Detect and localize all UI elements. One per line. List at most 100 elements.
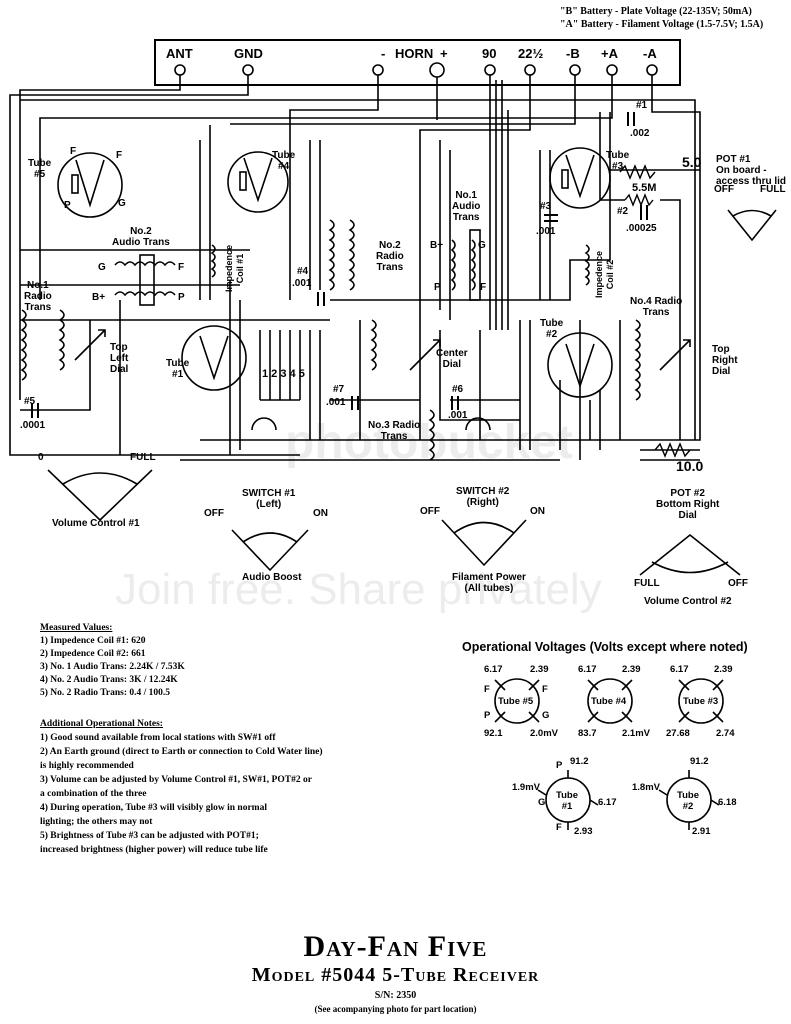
t4-tr: 2.39 bbox=[622, 664, 641, 675]
cap1-value: .002 bbox=[630, 128, 650, 139]
t1-right: 6.17 bbox=[598, 797, 617, 808]
t2-left: 1.8mV bbox=[632, 782, 660, 793]
terminal-minus-b: -B bbox=[566, 46, 580, 61]
t5-tr: 2.39 bbox=[530, 664, 549, 675]
pot1-label: POT #1 On board - access thru lid bbox=[716, 154, 787, 187]
t5-pin-f-left: F bbox=[484, 684, 490, 695]
cap4-value: .001 bbox=[292, 278, 312, 289]
terminal-horn-minus: - bbox=[381, 46, 386, 61]
note-line: 4) During operation, Tube #3 will visibl… bbox=[40, 803, 267, 813]
switch1-label: Audio Boost bbox=[242, 572, 302, 583]
t3-br: 2.74 bbox=[716, 728, 735, 739]
note-line: a combination of the three bbox=[40, 789, 147, 799]
vc1-label: Volume Control #1 bbox=[52, 518, 140, 529]
t5-pin-f-right: F bbox=[542, 684, 548, 695]
t2-name: Tube #2 bbox=[677, 790, 699, 812]
measured-values-block: Measured Values: 1) Impedence Coil #1: 6… bbox=[40, 621, 185, 700]
impedence-coil2-label: Impedence Coil #2 bbox=[594, 250, 615, 298]
no1-audio-trans-label: No.1 Audio Trans bbox=[452, 190, 481, 223]
t2-bottom: 2.91 bbox=[692, 826, 711, 837]
t1-bottom: 2.93 bbox=[574, 826, 593, 837]
voltages-heading: Operational Voltages (Volts except where… bbox=[462, 640, 748, 654]
measured-item: 2) Impedence Coil #2: 661 bbox=[40, 649, 146, 659]
measured-item: 4) No. 2 Audio Trans: 3K / 12.24K bbox=[40, 675, 178, 685]
vc1-zero-label: 0 bbox=[38, 452, 44, 463]
audio1-pin-p: P bbox=[434, 282, 441, 293]
measured-heading: Measured Values: bbox=[40, 623, 113, 633]
pot2-label: Volume Control #2 bbox=[644, 596, 732, 607]
t1-pin-f: F bbox=[556, 822, 562, 833]
terminal-22: 22½ bbox=[518, 46, 544, 61]
terminal-gnd: GND bbox=[234, 46, 263, 61]
receiver-model: Model #5044 5-Tube Receiver bbox=[251, 964, 540, 986]
audio1-pin-g: G bbox=[478, 240, 486, 251]
photo-note: (See acompanying photo for part location… bbox=[314, 1004, 477, 1014]
cap2-value: .00025 bbox=[626, 223, 657, 234]
terminal-horn: HORN bbox=[395, 46, 434, 61]
t5-tl: 6.17 bbox=[484, 664, 503, 675]
t4-bl: 83.7 bbox=[578, 728, 597, 739]
center-dial-label: Center Dial bbox=[436, 348, 468, 370]
note-line: 2) An Earth ground (direct to Earth or c… bbox=[40, 747, 323, 757]
audio2-pin-bplus: B+ bbox=[92, 292, 106, 303]
pot2-full-label: FULL bbox=[634, 578, 660, 589]
tube5-pin-g: G bbox=[118, 198, 126, 209]
cap6-label: #6 bbox=[452, 384, 464, 395]
t1-pin-p: P bbox=[556, 760, 563, 771]
t5-bl: 92.1 bbox=[484, 728, 503, 739]
t5-pin-g: G bbox=[542, 710, 550, 721]
no1-radio-trans-label: No.1 Radio Trans bbox=[24, 280, 52, 313]
cap3-value: .001 bbox=[536, 226, 556, 237]
no3-radio-trans-label: No.3 Radio Trans bbox=[368, 420, 421, 442]
t1-top: 91.2 bbox=[570, 756, 589, 767]
t3-bl: 27.68 bbox=[666, 728, 690, 739]
terminal-minus-a: -A bbox=[643, 46, 657, 61]
no2-audio-trans-label: No.2 Audio Trans bbox=[112, 226, 170, 248]
audio2-pin-f: F bbox=[178, 262, 185, 273]
receiver-title: Day-Fan Five bbox=[303, 930, 488, 963]
no2-radio-trans-label: No.2 Radio Trans bbox=[376, 240, 404, 273]
vc1-full-label: FULL bbox=[130, 452, 156, 463]
cap7-label: #7 bbox=[333, 384, 345, 395]
pot1-off-label: OFF bbox=[714, 184, 734, 195]
terminal-ant: ANT bbox=[166, 46, 193, 61]
measured-item: 3) No. 1 Audio Trans: 2.24K / 7.53K bbox=[40, 662, 185, 672]
note-line: lighting; the others may not bbox=[40, 817, 153, 827]
switch2-label: Filament Power (All tubes) bbox=[452, 572, 526, 594]
t4-br: 2.1mV bbox=[622, 728, 650, 739]
no4-radio-trans-label: No.4 Radio Trans bbox=[630, 296, 683, 318]
tube5-pin-f-left: F bbox=[70, 146, 77, 157]
tube5-pin-f-right: F bbox=[116, 150, 123, 161]
switch-contact-numbers: 1 2 3 4 5 bbox=[262, 368, 305, 380]
audio1-pin-f: F bbox=[480, 282, 487, 293]
cap1-label: #1 bbox=[636, 100, 648, 111]
pot2-title: POT #2 Bottom Right Dial bbox=[656, 488, 720, 521]
watermark-tagline: Join free. Share privately bbox=[115, 565, 602, 614]
t3-name: Tube #3 bbox=[683, 696, 719, 707]
a-battery-note: "A" Battery - Filament Voltage (1.5-7.5V… bbox=[560, 19, 764, 30]
note-line: 1) Good sound available from local stati… bbox=[40, 733, 276, 743]
t5-name: Tube #5 bbox=[498, 696, 534, 707]
t5-pin-p: P bbox=[484, 710, 491, 721]
t5-br: 2.0mV bbox=[530, 728, 558, 739]
tube1-label: Tube #1 bbox=[166, 358, 190, 380]
notes-heading: Additional Operational Notes: bbox=[40, 719, 163, 729]
measured-item: 1) Impedence Coil #1: 620 bbox=[40, 636, 146, 646]
pot1-value: 5.0 bbox=[682, 154, 702, 170]
measured-item: 5) No. 2 Radio Trans: 0.4 / 100.5 bbox=[40, 688, 171, 698]
switch1-on-label: ON bbox=[313, 508, 328, 519]
note-line: is highly recommended bbox=[40, 761, 134, 771]
watermark-logo: photobucket bbox=[285, 416, 573, 469]
resistor-5m-label: 5.5M bbox=[632, 182, 657, 194]
pot1-full-label: FULL bbox=[760, 184, 786, 195]
switch2-off-label: OFF bbox=[420, 506, 440, 517]
note-line: 5) Brightness of Tube #3 can be adjusted… bbox=[40, 831, 259, 841]
cap4-label: #4 bbox=[297, 266, 309, 277]
switch2-on-label: ON bbox=[530, 506, 545, 517]
t3-tr: 2.39 bbox=[714, 664, 733, 675]
t1-left: 1.9mV bbox=[512, 782, 540, 793]
top-right-dial-label: Top Right Dial bbox=[712, 344, 738, 377]
cap3-label: #3 bbox=[540, 201, 552, 212]
terminal-horn-plus: + bbox=[440, 46, 448, 61]
